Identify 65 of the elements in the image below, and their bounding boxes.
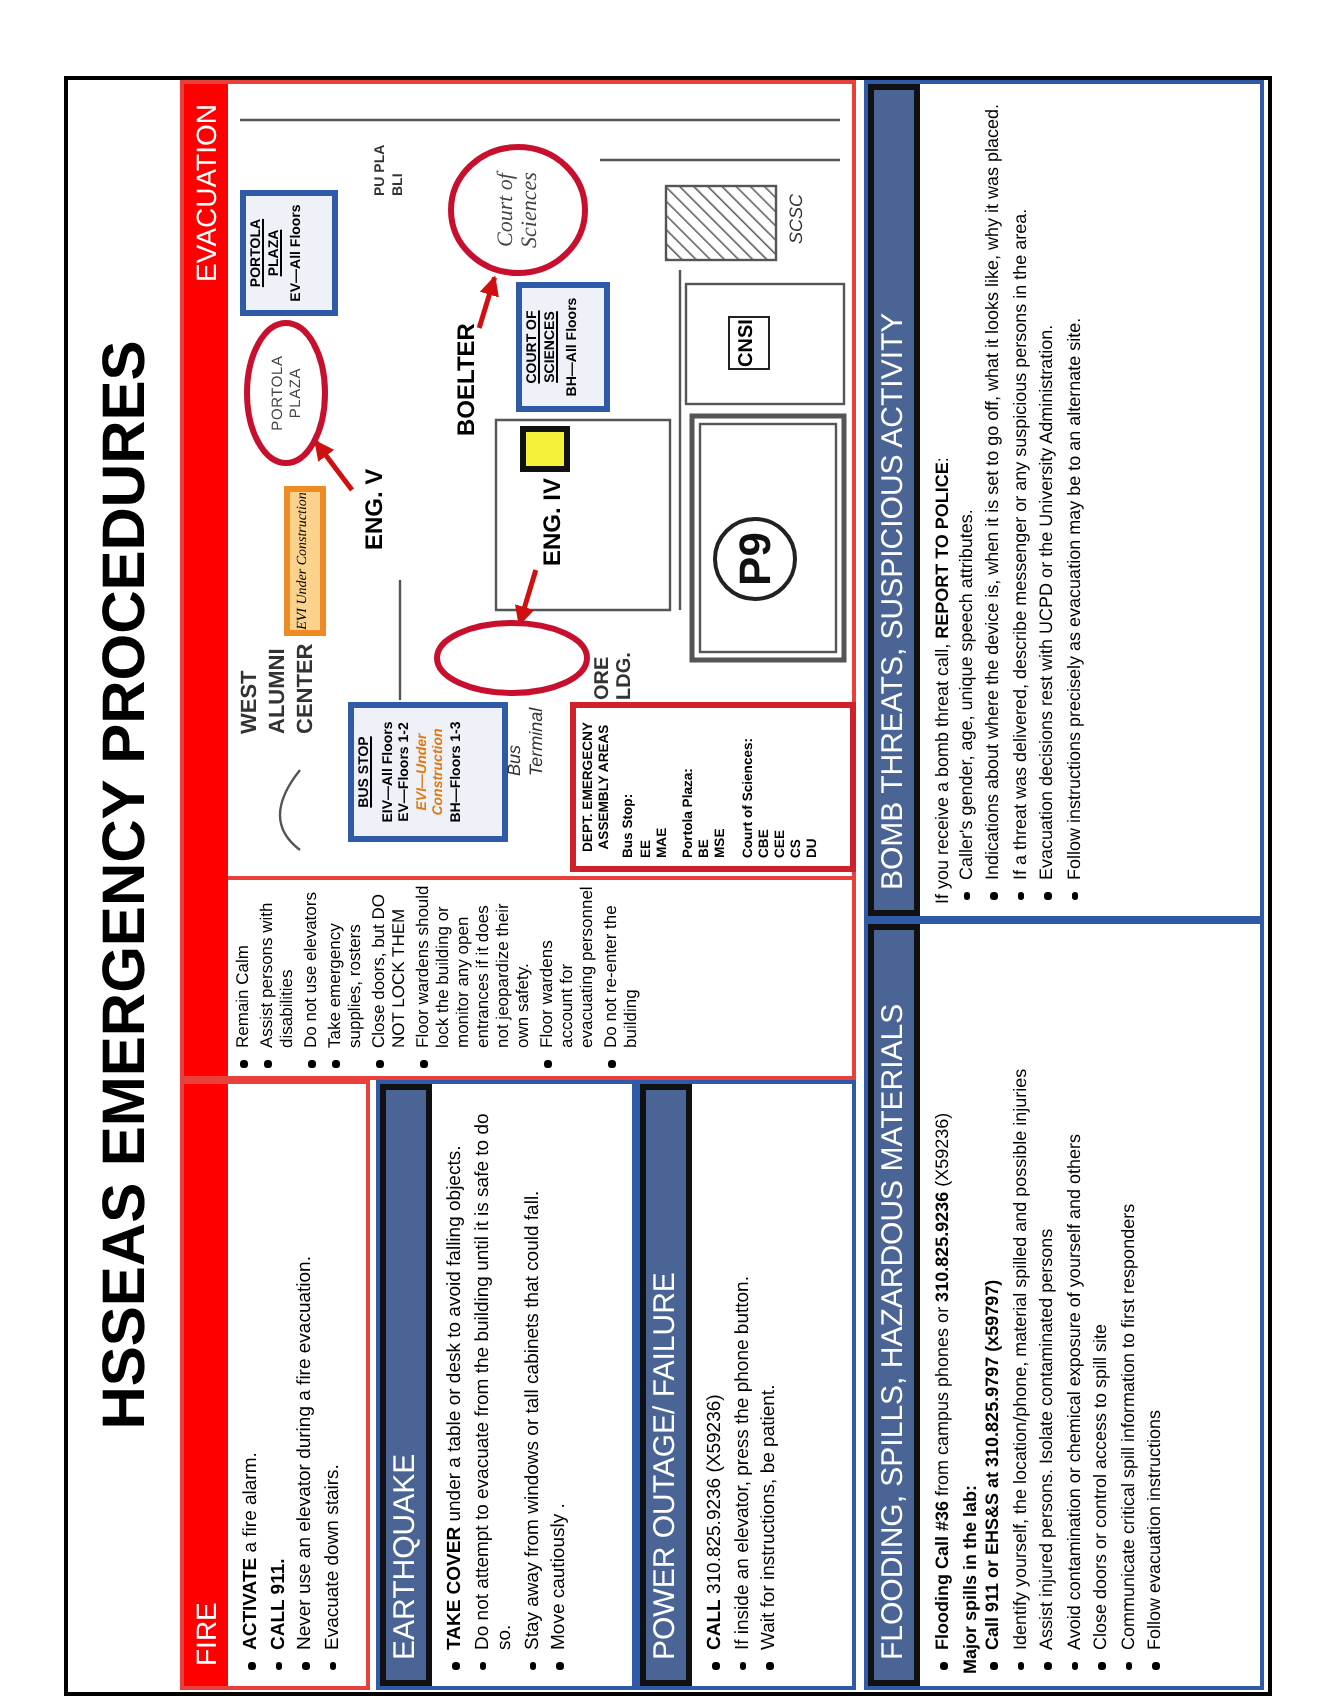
intro-text: If you receive a bomb threat call, REPORT TO POLICE: bbox=[932, 455, 954, 904]
list-item: Flooding Call #36 from campus phones or 310.825.9236 (X59236) bbox=[932, 1110, 954, 1650]
list-item: ACTIVATE a fire alarm. bbox=[240, 1450, 263, 1650]
section-panel bbox=[864, 920, 1264, 1690]
list-item: Floor wardens should lock the building or monitor any open entrances if it does not jeopardize their own safety. bbox=[412, 884, 532, 1048]
list-item: Assist persons with disabilities bbox=[256, 900, 296, 1048]
list-item: Do not use elevators bbox=[300, 890, 320, 1048]
list-item: Move cautiously . bbox=[548, 1501, 571, 1650]
assembly-areas-box bbox=[570, 702, 856, 872]
building-label-box: CNSI bbox=[728, 316, 770, 370]
list-item: Never use an elevator during a fire evacuation. bbox=[294, 1254, 317, 1650]
list-item: Call 911 or EHS&S at 310.825.9797 (x59797) bbox=[982, 1277, 1004, 1650]
callout-box bbox=[240, 190, 338, 316]
list-item: Identify yourself, the location/phone, material spilled and possible injuries bbox=[1009, 1066, 1032, 1650]
list-item: Follow evacuation instructions bbox=[1144, 1407, 1166, 1650]
map-label: SCSC bbox=[786, 191, 808, 244]
arrow bbox=[313, 439, 354, 492]
list-item: Evacuation decisions rest with UCPD or the University Administration. bbox=[1036, 322, 1058, 880]
section-heading: EVACUATION bbox=[184, 84, 228, 1076]
callout-box bbox=[516, 282, 610, 412]
list-item: Do not attempt to evacuate from the building until it is safe to do so. bbox=[471, 1111, 517, 1650]
section-heading: POWER OUTAGE/ FAILURE bbox=[640, 1084, 692, 1686]
list-item: CALL 911. bbox=[267, 1556, 290, 1650]
section-heading: FLOODING, SPILLS, HAZARDOUS MATERIALS bbox=[868, 924, 920, 1686]
list-item: Caller's gender, age, unique speech attributes. bbox=[955, 507, 978, 880]
building-label: BOELTER bbox=[448, 324, 484, 436]
section-heading: FIRE bbox=[184, 1084, 228, 1686]
list-item: If inside an elevator, press the phone button. bbox=[731, 1274, 754, 1650]
poster-title: HSSEAS EMERGENCY PROCEDURES bbox=[90, 338, 160, 1434]
map-label: Bus Terminal bbox=[504, 705, 548, 776]
parking-circle bbox=[712, 516, 798, 602]
section-panel bbox=[376, 1080, 636, 1690]
list-item: Avoid contamination or chemical exposure of yourself and others bbox=[1063, 1132, 1086, 1650]
list-item: Wait for instructions, be patient. bbox=[758, 1382, 781, 1650]
list-item: Assist injured persons. Isolate contaminated persons bbox=[1036, 1226, 1058, 1650]
section-panel bbox=[864, 80, 1264, 920]
list-item: Floor wardens account for evacuating personnel bbox=[536, 884, 596, 1048]
list-item: Take emergency supplies, rosters bbox=[324, 921, 364, 1048]
map-label: P9 bbox=[729, 530, 781, 590]
list-item: If a threat was delivered, describe messenger or any suspicious persons in the area. bbox=[1009, 206, 1032, 880]
list-item: Evacuate down stairs. bbox=[321, 1462, 344, 1650]
circle-marker bbox=[434, 620, 590, 696]
section-panel bbox=[636, 1080, 856, 1690]
list-item: TAKE COVER under a table or desk to avoid falling objects. bbox=[444, 1143, 467, 1650]
list-item: Remain Calm bbox=[232, 943, 252, 1048]
list-item: Indications about where the device is, when it is set to go off, what it looks like, why it was placed. bbox=[982, 101, 1004, 880]
list-item: Follow instructions precisely as evacuation may be to an alternate site. bbox=[1063, 315, 1086, 880]
map-label: Court of Sciences bbox=[494, 168, 542, 252]
section-heading: EARTHQUAKE bbox=[380, 1084, 432, 1686]
zone-marker bbox=[520, 426, 570, 472]
section-panel bbox=[180, 80, 856, 1080]
callout-box bbox=[348, 702, 508, 842]
list-item: Do not re-enter the building bbox=[600, 903, 640, 1048]
intro-text: Major spills in the lab: bbox=[959, 1482, 982, 1674]
circle-marker bbox=[244, 320, 328, 466]
section-panel bbox=[180, 1080, 370, 1690]
map-label: ORE LDG. bbox=[592, 650, 638, 700]
section-heading: BOMB THREATS, SUSPICIOUS ACTIVITY bbox=[868, 84, 920, 916]
list-item: Communicate critical spill information to first responders bbox=[1117, 1201, 1140, 1650]
circle-marker bbox=[448, 144, 588, 276]
list-item: CALL 310.825.9236 (X59236) bbox=[704, 1392, 727, 1650]
arrow bbox=[476, 275, 499, 329]
building-label: ENG. V bbox=[356, 470, 392, 550]
list-item: Close doors or control access to spill site bbox=[1090, 1321, 1112, 1650]
list-item: Stay away from windows or tall cabinets that could fall. bbox=[521, 1188, 544, 1650]
